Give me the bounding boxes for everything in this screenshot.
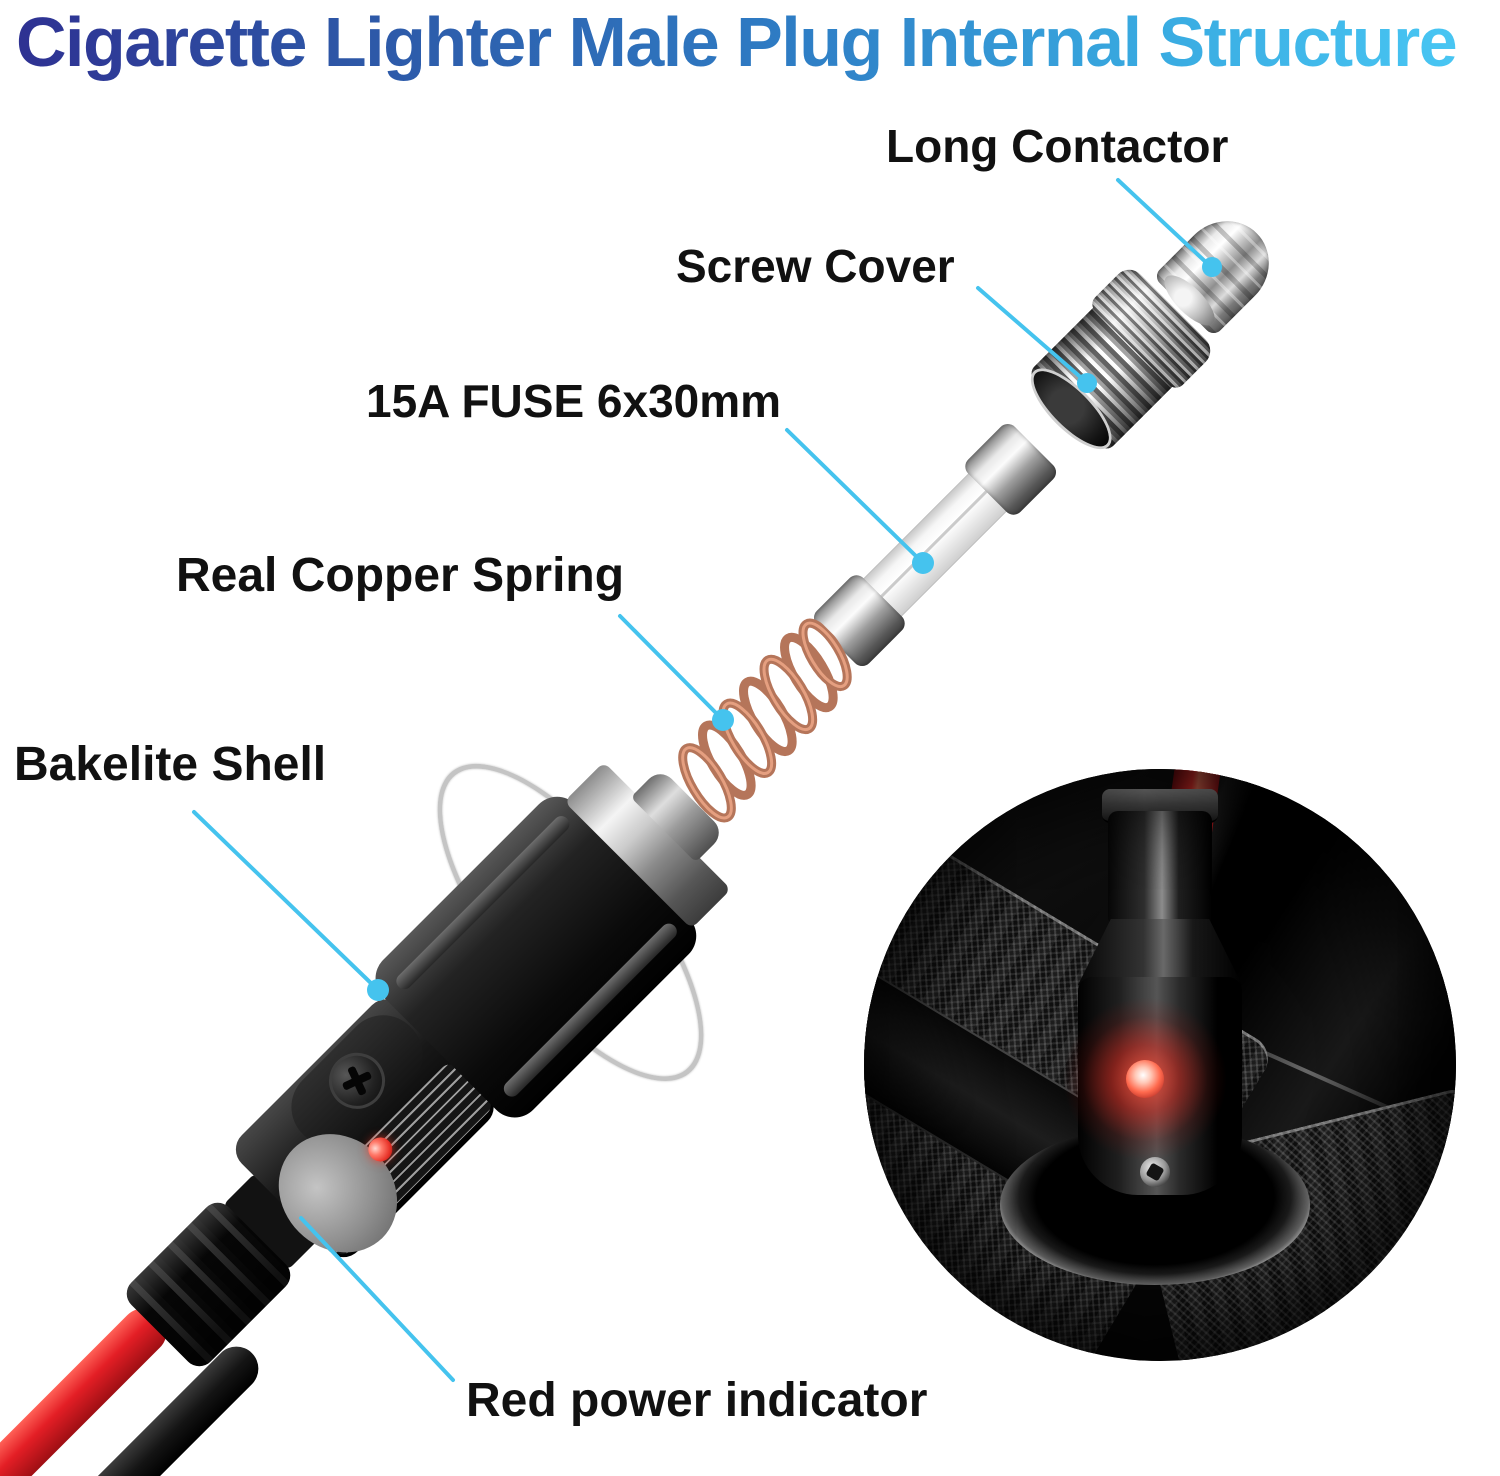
- label-fuse: 15A FUSE 6x30mm: [366, 375, 782, 427]
- inset-hex-screw: [1140, 1157, 1170, 1187]
- fuse-part: [809, 419, 1061, 671]
- label-screw-cover: Screw Cover: [676, 240, 955, 292]
- leader-bakelite-shell: [192, 810, 378, 990]
- label-bakelite-shell: Bakelite Shell: [14, 738, 327, 791]
- fuse-filament: [862, 472, 1006, 616]
- inset-vignette: [864, 769, 1456, 1361]
- inset-photo: [864, 769, 1456, 1361]
- label-long-contactor: Long Contactor: [886, 120, 1229, 172]
- plug-body: [73, 712, 780, 1419]
- copper-spring-part: [678, 618, 852, 823]
- label-copper-spring: Real Copper Spring: [176, 549, 625, 602]
- inset-led-core: [1126, 1060, 1164, 1098]
- inset-plug-neck: [1108, 811, 1212, 927]
- label-power-indicator: Red power indicator: [466, 1374, 928, 1427]
- leader-copper-spring: [618, 614, 723, 720]
- phillips-screw: [319, 1043, 395, 1119]
- inset-plug-shoulder: [1078, 919, 1242, 985]
- page-title: Cigarette Lighter Male Plug Internal Str…: [16, 2, 1494, 82]
